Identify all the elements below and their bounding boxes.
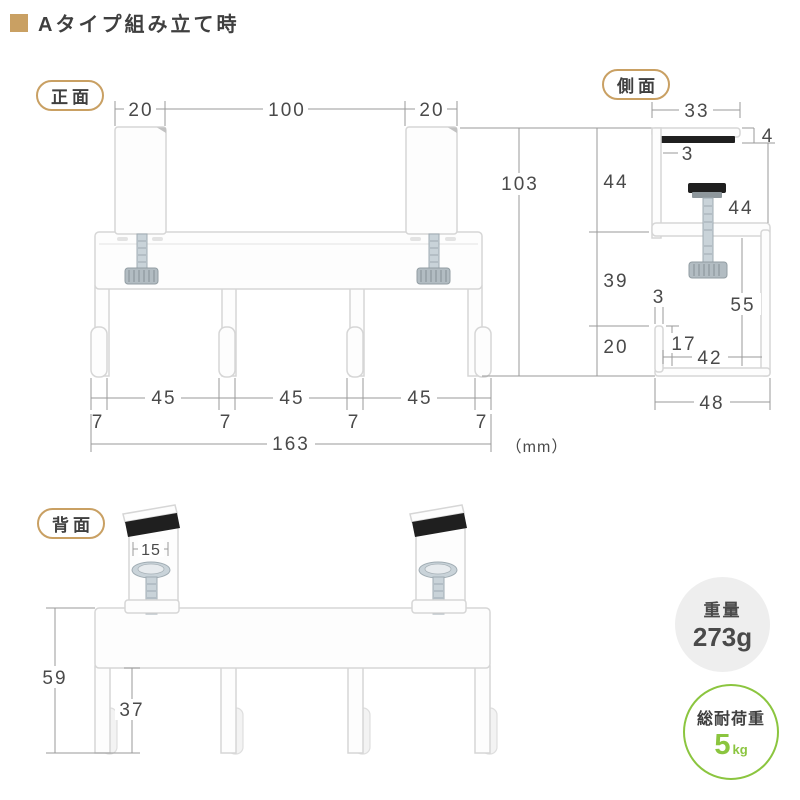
dim-side-39: 39 bbox=[603, 271, 628, 292]
dim-side-44-opening: 44 bbox=[728, 198, 753, 219]
load-capacity-label: 総耐荷重 bbox=[696, 710, 765, 728]
front-view-label: 正面 bbox=[36, 80, 104, 111]
back-view-label: 背面 bbox=[37, 508, 105, 539]
header-bullet-icon bbox=[10, 13, 28, 32]
dim-back-15: 15 bbox=[141, 542, 161, 559]
side-hook-right bbox=[760, 229, 771, 377]
front-view-drawing bbox=[90, 126, 492, 378]
dim-front-103: 103 bbox=[501, 174, 539, 195]
front-dimensions: 20 100 20 103 45 45 45 7 7 7 7 163 （m bbox=[90, 98, 655, 456]
dim-side-33: 33 bbox=[684, 101, 709, 122]
dim-back-59: 59 bbox=[42, 668, 67, 689]
load-capacity-value: 5 bbox=[714, 728, 731, 761]
side-view-drawing bbox=[651, 127, 771, 377]
side-view-label: 側面 bbox=[602, 69, 670, 100]
front-right-screw bbox=[416, 233, 451, 285]
side-dimensions: 33 4 3 44 39 20 44 55 3 17 bbox=[589, 99, 775, 414]
unit-label: （mm） bbox=[506, 438, 569, 456]
page-header: Aタイプ組み立て時 bbox=[10, 8, 239, 37]
dim-front-20-left: 20 bbox=[128, 100, 153, 121]
weight-label: 重量 bbox=[703, 601, 742, 620]
dim-front-7-1: 7 bbox=[92, 412, 105, 433]
side-back-plate bbox=[651, 127, 662, 239]
dim-side-3-plate: 3 bbox=[682, 144, 695, 165]
front-left-screw bbox=[124, 233, 159, 285]
dim-back-37: 37 bbox=[119, 700, 144, 721]
load-capacity-unit: kg bbox=[732, 741, 748, 757]
dim-front-45-1: 45 bbox=[151, 388, 176, 409]
dim-side-3-lip: 3 bbox=[653, 287, 666, 308]
dim-front-45-3: 45 bbox=[407, 388, 432, 409]
dim-side-44-upper: 44 bbox=[603, 172, 628, 193]
back-diagram: 15 59 37 bbox=[37, 504, 498, 755]
back-bar bbox=[94, 607, 491, 669]
dim-front-163: 163 bbox=[272, 434, 310, 455]
dim-front-7-2: 7 bbox=[220, 412, 233, 433]
dim-side-55: 55 bbox=[730, 295, 755, 316]
front-bar bbox=[94, 231, 483, 290]
front-and-side-diagram: 20 100 20 103 45 45 45 7 7 7 7 163 （m bbox=[90, 98, 775, 456]
dim-side-20: 20 bbox=[603, 337, 628, 358]
dim-side-17: 17 bbox=[671, 334, 696, 355]
weight-value: 273g bbox=[692, 622, 753, 652]
dim-side-42: 42 bbox=[697, 348, 722, 369]
back-dimensions: 15 59 37 bbox=[37, 539, 169, 754]
side-hook-lip bbox=[654, 325, 664, 373]
dim-side-4: 4 bbox=[762, 126, 775, 147]
page-title: Aタイプ組み立て時 bbox=[38, 14, 240, 36]
front-left-clamp bbox=[114, 126, 167, 235]
dim-front-7-4: 7 bbox=[476, 412, 489, 433]
front-right-clamp bbox=[405, 126, 458, 235]
dim-front-20-right: 20 bbox=[419, 100, 444, 121]
weight-badge: 重量 273g bbox=[675, 577, 770, 672]
back-right-clamp bbox=[409, 504, 467, 615]
back-left-clamp bbox=[122, 504, 180, 615]
side-hook-bottom bbox=[654, 367, 771, 377]
load-capacity-badge: 総耐荷重 5 kg bbox=[683, 684, 779, 780]
side-screw bbox=[688, 183, 728, 279]
dim-front-45-2: 45 bbox=[279, 388, 304, 409]
side-top-arm bbox=[651, 127, 741, 138]
dim-front-100: 100 bbox=[268, 100, 306, 121]
dim-side-48: 48 bbox=[699, 393, 724, 414]
dim-front-7-3: 7 bbox=[348, 412, 361, 433]
